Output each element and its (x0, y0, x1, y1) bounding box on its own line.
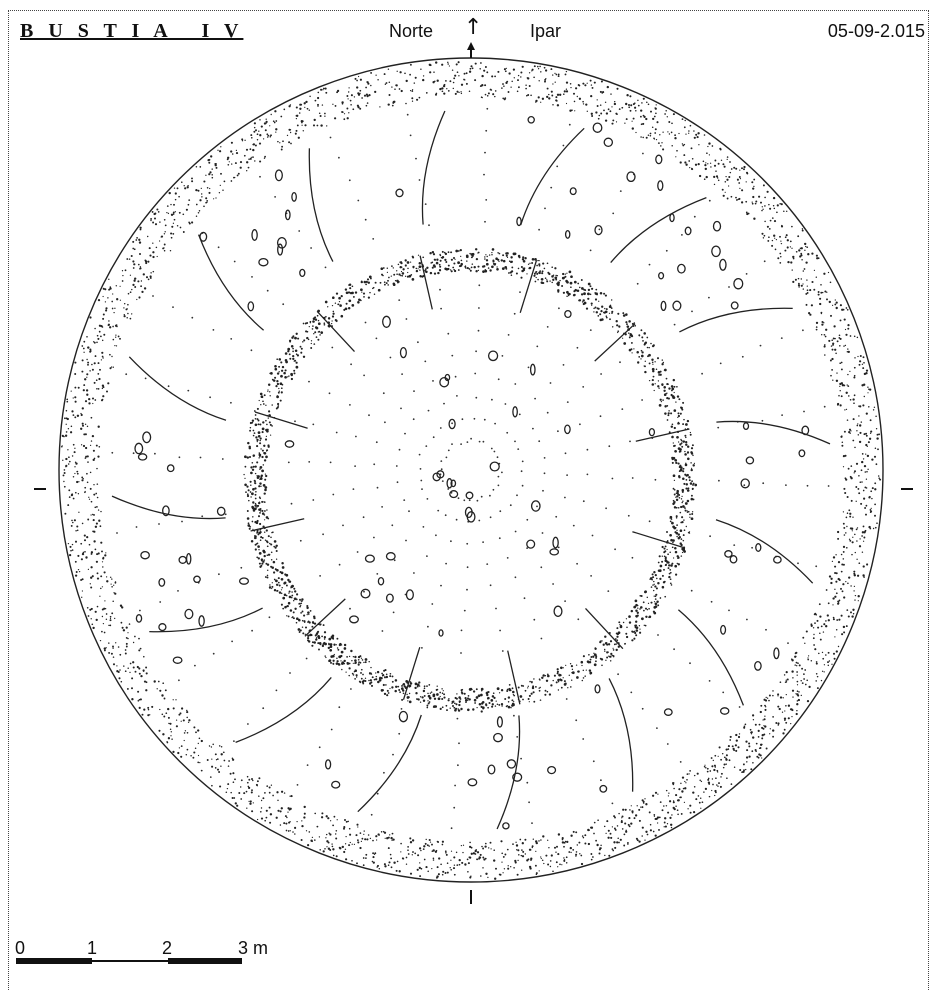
drawing-date: 05-09-2.015 (827, 21, 925, 41)
curved-strokes (111, 110, 831, 830)
outer-stipple-band (61, 61, 882, 880)
cromlech-plan (34, 42, 913, 904)
outer-circle (58, 57, 884, 883)
drawing-frame (8, 10, 929, 990)
scale-label-3: 3 m (238, 938, 269, 958)
north-label-eu: Ipar (530, 21, 562, 41)
north-tick-arrow (467, 42, 475, 50)
north-arrow-icon: ↑ (464, 15, 483, 40)
scale-bar (16, 958, 242, 964)
north-label-es: Norte (389, 21, 434, 41)
inner-stone-ring (243, 248, 698, 713)
site-title: B U S T I A I V (20, 20, 244, 42)
scale-label-1: 1 (87, 938, 98, 958)
stone-outlines (134, 115, 810, 830)
scale-label-0: 0 (15, 938, 26, 958)
radial-dot-lines (111, 107, 830, 830)
scale-label-2: 2 (162, 938, 173, 958)
